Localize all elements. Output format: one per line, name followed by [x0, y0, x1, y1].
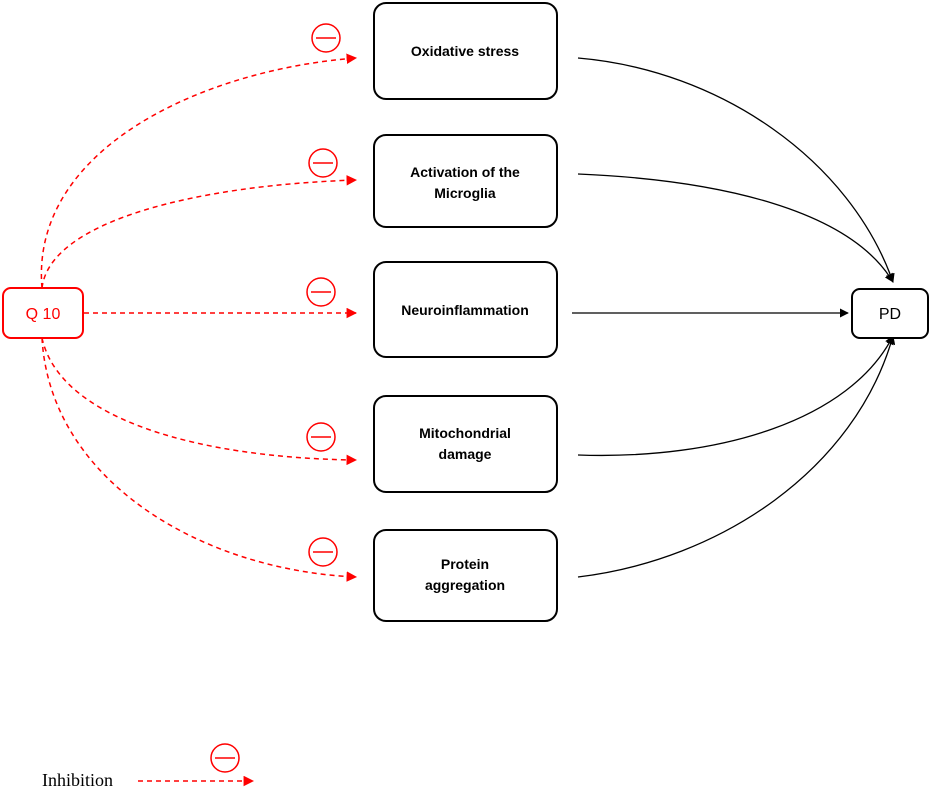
- mechanism-box-protein-aggregation: Protein aggregation: [373, 529, 558, 622]
- mechanism-label: Neuroinflammation: [401, 302, 529, 318]
- mechanism-label: Mitochondrial: [419, 425, 511, 441]
- mechanism-box-neuroinflammation: Neuroinflammation: [373, 261, 558, 358]
- inhibition-arrow-protein-aggregation: [41, 337, 358, 582]
- effect-arrows: [572, 57, 896, 578]
- inhibition-symbol-icon: [306, 422, 336, 452]
- effect-arrow-protein-aggregation: [577, 335, 896, 578]
- mechanism-label: damage: [439, 446, 492, 462]
- inhibition-arrow-oxidative-stress: [40, 53, 358, 289]
- mechanism-box-oxidative-stress: Oxidative stress: [373, 2, 558, 100]
- inhibition-symbols: [306, 23, 341, 567]
- inhibition-arrows: [40, 53, 358, 582]
- mechanism-label: Microglia: [434, 185, 496, 201]
- legend-inhibition-symbol-icon: [210, 743, 240, 773]
- mechanism-box-microglia: Activation of the Microglia: [373, 134, 558, 228]
- effect-arrow-microglia: [577, 173, 894, 283]
- inhibition-symbol-icon: [308, 537, 338, 567]
- inhibition-arrow-microglia: [41, 175, 358, 289]
- inhibition-symbol-icon: [308, 148, 338, 178]
- inhibition-arrow-mitochondrial: [41, 337, 358, 466]
- inhibition-symbol-icon: [306, 277, 336, 307]
- mechanism-label: Protein: [441, 556, 489, 572]
- q10-label: Q 10: [26, 306, 61, 323]
- mechanism-label: aggregation: [425, 577, 505, 593]
- mechanism-label: Activation of the: [410, 164, 520, 180]
- pd-node: PD: [851, 288, 929, 339]
- legend: Inhibition: [42, 743, 255, 790]
- q10-node: Q 10: [2, 287, 84, 339]
- mechanism-label: Oxidative stress: [411, 43, 519, 59]
- effect-arrow-mitochondrial: [577, 335, 894, 457]
- pd-label: PD: [879, 306, 901, 323]
- effect-arrow-oxidative-stress: [577, 57, 895, 283]
- legend-label: Inhibition: [42, 770, 113, 790]
- inhibition-symbol-icon: [311, 23, 341, 53]
- mechanism-box-mitochondrial-damage: Mitochondrial damage: [373, 395, 558, 493]
